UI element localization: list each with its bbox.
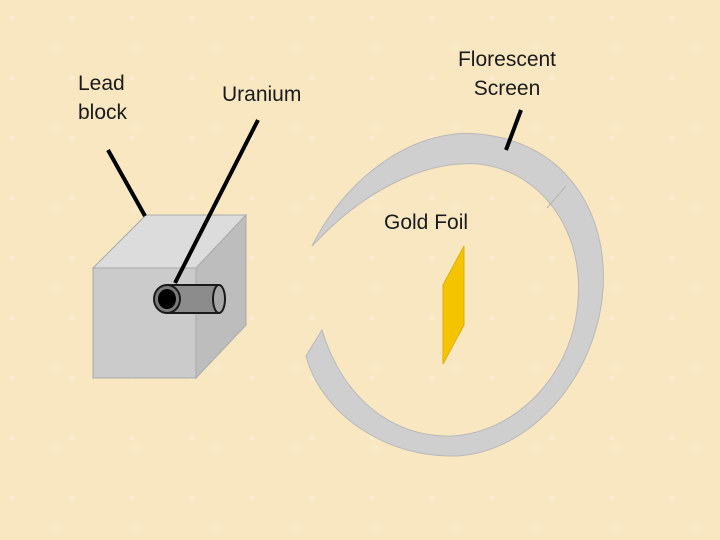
uranium-cylinder-end bbox=[212, 284, 226, 314]
uranium-source-dot bbox=[158, 289, 176, 309]
fluorescent-screen bbox=[305, 132, 604, 457]
uranium-label: Uranium bbox=[222, 83, 302, 106]
gold-foil-label: Gold Foil bbox=[384, 211, 469, 234]
lead-block-pointer-line bbox=[106, 149, 147, 217]
gold-foil bbox=[442, 245, 465, 365]
fluorescent-screen-label: Florescent Screen bbox=[457, 48, 557, 100]
uranium-pointer-line bbox=[173, 119, 260, 284]
screen-segment-divider bbox=[546, 185, 567, 209]
lead-block-label: Lead block bbox=[78, 72, 128, 124]
screen-pointer-line bbox=[504, 109, 523, 151]
